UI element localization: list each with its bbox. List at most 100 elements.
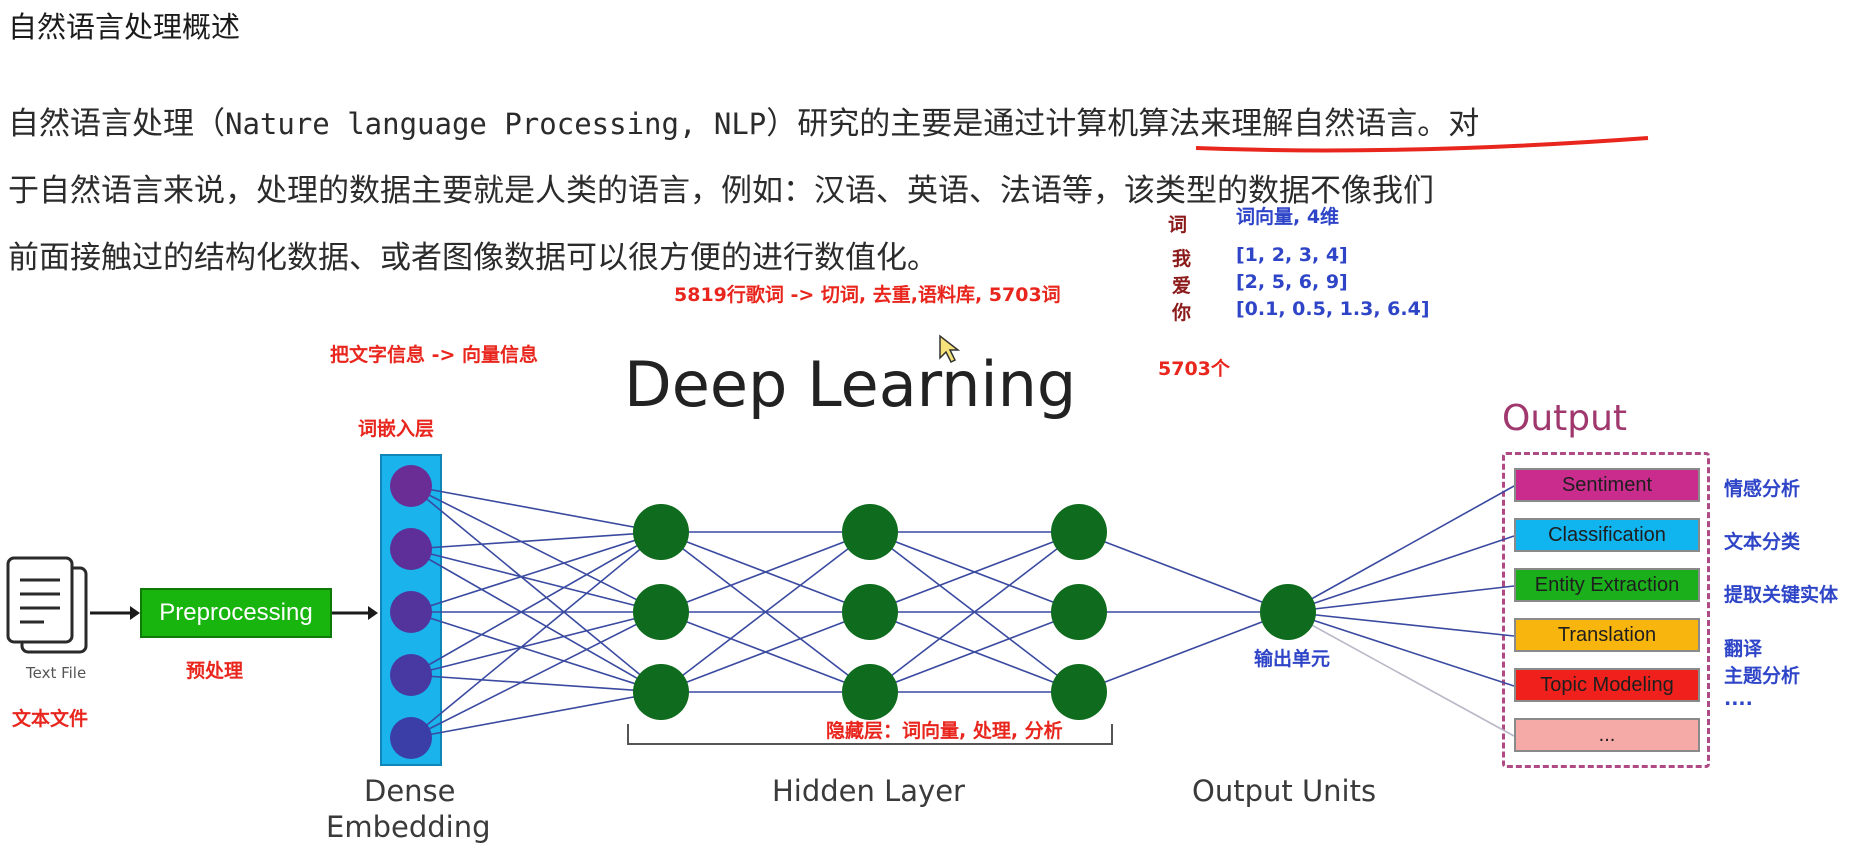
edge-embedding-hidden1 bbox=[410, 531, 662, 676]
highlight-underline bbox=[1195, 136, 1649, 153]
output-note-sentiment: 情感分析 bbox=[1724, 478, 1801, 500]
output-note-entity-extraction: 提取关键实体 bbox=[1724, 584, 1839, 606]
output-units-note: 输出单元 bbox=[1254, 648, 1331, 670]
edge-output-unit-to-box bbox=[1287, 611, 1515, 637]
edge-embedding-hidden1 bbox=[410, 691, 662, 739]
paragraph-line-2: 于自然语言来说，处理的数据主要就是人类的语言，例如：汉语、英语、法语等，该类型的… bbox=[8, 173, 1434, 209]
word-row-1: 爱 bbox=[1172, 275, 1192, 297]
text-file-icon bbox=[6, 556, 88, 654]
edge-embedding-hidden1 bbox=[410, 548, 662, 613]
output-group-frame bbox=[1502, 452, 1710, 768]
hidden-node bbox=[1051, 504, 1107, 560]
hidden-layer-bracket bbox=[627, 724, 1113, 745]
text-file-label: Text File bbox=[26, 664, 87, 682]
deep-learning-title: Deep Learning bbox=[624, 348, 1077, 421]
output-units-label: Output Units bbox=[1192, 774, 1377, 808]
embedding-label-1: Dense bbox=[364, 774, 456, 808]
paragraph-line-1-a: 自然语言处理（ bbox=[8, 106, 225, 142]
output-note-topic-modeling: 主题分析 bbox=[1724, 665, 1801, 687]
paragraph-highlight: 计算机算法来理解自然语言 bbox=[1045, 106, 1418, 142]
vector-row-0: [1, 2, 3, 4] bbox=[1236, 244, 1348, 266]
output-label-sentiment: Sentiment bbox=[1561, 473, 1653, 496]
output-note-more: .... bbox=[1724, 688, 1753, 710]
embedding-node bbox=[390, 654, 432, 696]
output-box-translation: Translation bbox=[1514, 618, 1700, 652]
edge-embedding-hidden1 bbox=[410, 485, 662, 613]
edge-embedding-hidden1 bbox=[410, 674, 662, 693]
paragraph-line-1-c: 。对 bbox=[1417, 106, 1480, 142]
edge-hidden2-hidden3 bbox=[869, 531, 1080, 613]
edge-hidden2-hidden3 bbox=[869, 611, 1080, 693]
edge-output-unit-to-box bbox=[1287, 535, 1515, 613]
edge-hidden1-hidden2 bbox=[660, 611, 871, 693]
edge-embedding-hidden1 bbox=[410, 531, 662, 613]
output-label-translation: Translation bbox=[1557, 623, 1657, 646]
edge-hidden1-hidden2 bbox=[660, 531, 871, 613]
output-box-more: ... bbox=[1514, 718, 1700, 752]
word-row-0: 我 bbox=[1172, 248, 1192, 270]
edge-embedding-hidden1 bbox=[410, 531, 662, 739]
text-file-note: 文本文件 bbox=[12, 708, 89, 730]
embedding-layer-note: 词嵌入层 bbox=[358, 418, 435, 440]
edge-embedding-hidden1 bbox=[410, 485, 662, 693]
edge-embedding-hidden1 bbox=[410, 548, 662, 693]
text-to-vector-note: 把文字信息 -> 向量信息 bbox=[330, 344, 539, 366]
hidden-node bbox=[1051, 584, 1107, 640]
paragraph-line-3: 前面接触过的结构化数据、或者图像数据可以很方便的进行数值化。 bbox=[8, 240, 938, 276]
vector-row-1: [2, 5, 6, 9] bbox=[1236, 271, 1348, 293]
output-label-more: ... bbox=[1598, 723, 1616, 746]
edge-output-unit-to-box bbox=[1287, 611, 1515, 687]
cursor-icon bbox=[939, 334, 961, 364]
output-note-translation: 翻译 bbox=[1724, 638, 1763, 660]
edge-hidden1-hidden2 bbox=[660, 531, 871, 693]
hidden-node bbox=[633, 664, 689, 720]
edge-embedding-hidden1 bbox=[410, 485, 662, 533]
hidden-node bbox=[1051, 664, 1107, 720]
page-title: 自然语言处理概述 bbox=[8, 10, 241, 44]
edge-embedding-hidden1 bbox=[410, 531, 662, 550]
vector-row-2: [0.1, 0.5, 1.3, 6.4] bbox=[1236, 298, 1430, 320]
hidden-node bbox=[633, 504, 689, 560]
hidden-layer-label: Hidden Layer bbox=[772, 774, 965, 808]
word-header: 词 bbox=[1168, 214, 1188, 236]
paragraph-line-1-mono: Nature language Processing, NLP bbox=[225, 107, 767, 141]
paragraph-line-1: 自然语言处理（Nature language Processing, NLP）研… bbox=[8, 98, 1479, 143]
edge-embedding-hidden1 bbox=[410, 611, 662, 676]
hidden-node bbox=[842, 504, 898, 560]
arrow-file-to-preprocess bbox=[90, 606, 140, 620]
edge-hidden2-hidden3 bbox=[869, 531, 1080, 693]
hidden-node bbox=[842, 664, 898, 720]
preprocessing-label: Preprocessing bbox=[159, 599, 313, 626]
hidden-node bbox=[842, 584, 898, 640]
output-label-entity-extraction: Entity Extraction bbox=[1534, 573, 1680, 596]
embedding-label-2: Embedding bbox=[326, 810, 491, 844]
hidden-layer-note: 隐藏层：词向量, 处理, 分析 bbox=[826, 720, 1063, 742]
output-title: Output bbox=[1502, 398, 1628, 439]
word-row-2: 你 bbox=[1172, 302, 1192, 324]
edge-hidden3-output bbox=[1078, 611, 1289, 693]
edge-output-unit-to-box bbox=[1287, 585, 1515, 613]
embedding-node bbox=[390, 465, 432, 507]
preprocess-note: 预处理 bbox=[186, 660, 244, 682]
embedding-node bbox=[390, 528, 432, 570]
embedding-node bbox=[390, 717, 432, 759]
edge-hidden3-output bbox=[1078, 531, 1289, 613]
arrow-preprocess-to-embedding bbox=[332, 606, 378, 620]
paragraph-line-1-b: ）研究的主要是通过 bbox=[766, 106, 1046, 142]
edge-output-unit-to-box bbox=[1287, 611, 1515, 737]
vocab-count-note: 5703个 bbox=[1158, 358, 1230, 380]
edge-output-unit-to-box bbox=[1287, 485, 1515, 613]
embedding-node bbox=[390, 591, 432, 633]
output-note-classification: 文本分类 bbox=[1724, 531, 1801, 553]
edge-embedding-hidden1 bbox=[410, 611, 662, 693]
vector-header: 词向量, 4维 bbox=[1236, 206, 1340, 228]
output-box-sentiment: Sentiment bbox=[1514, 468, 1700, 502]
network-edges bbox=[410, 485, 1515, 739]
edge-embedding-hidden1 bbox=[410, 611, 662, 739]
output-label-topic-modeling: Topic Modeling bbox=[1540, 673, 1674, 696]
preprocessing-box: Preprocessing bbox=[140, 588, 332, 638]
network-nodes bbox=[390, 465, 1316, 759]
corpus-note: 5819行歌词 -> 切词, 去重,语料库, 5703词 bbox=[674, 284, 1061, 306]
output-box-classification: Classification bbox=[1514, 518, 1700, 552]
